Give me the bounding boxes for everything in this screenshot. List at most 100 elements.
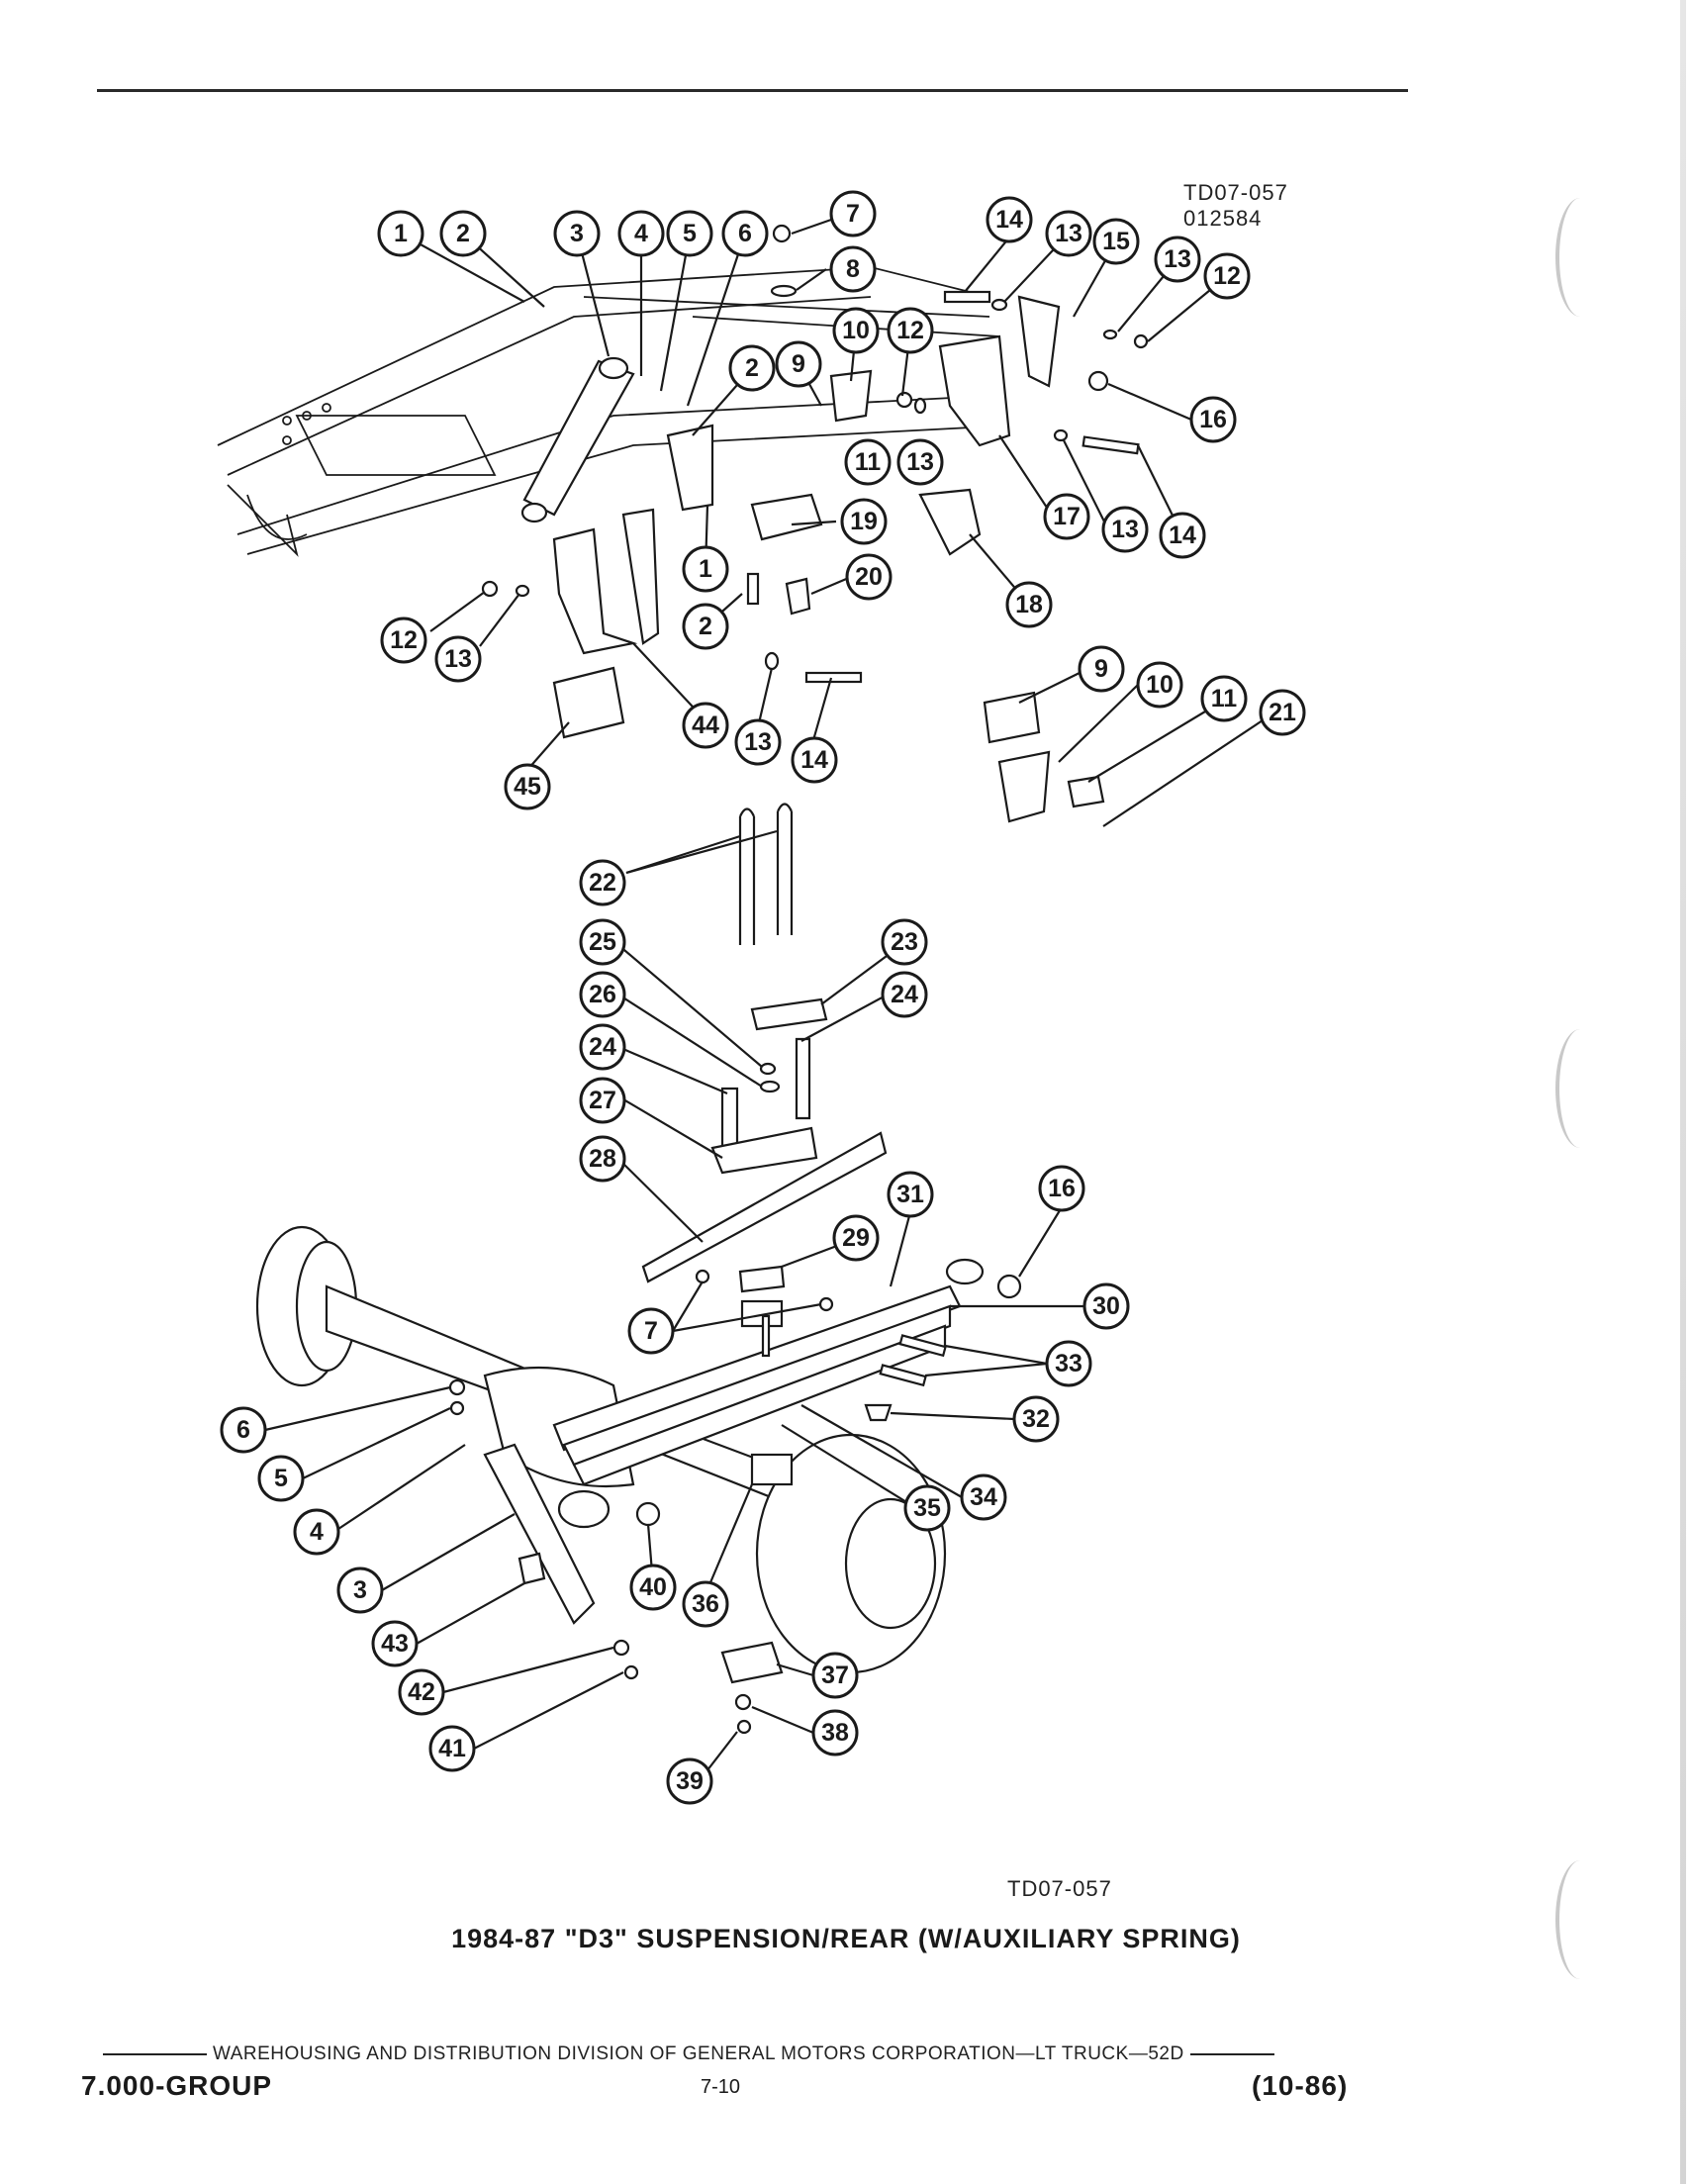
- callout-label: 29: [842, 1224, 870, 1252]
- callout-25: 25: [579, 918, 626, 966]
- callout-label: 22: [589, 869, 616, 897]
- binder-hole-top: [1555, 198, 1605, 317]
- callout-label: 5: [683, 220, 697, 247]
- callout-37: 37: [811, 1652, 859, 1699]
- callout-11: 11: [1200, 675, 1248, 722]
- callout-5: 5: [257, 1455, 305, 1502]
- callout-label: 13: [1164, 245, 1191, 273]
- callout-label: 17: [1053, 503, 1081, 530]
- callout-label: 28: [589, 1145, 616, 1173]
- callout-18: 18: [1005, 581, 1053, 628]
- callout-13: 13: [1154, 236, 1201, 283]
- callout-16: 16: [1189, 396, 1237, 443]
- callout-27: 27: [579, 1077, 626, 1124]
- callout-label: 43: [381, 1630, 409, 1658]
- callout-2: 2: [682, 603, 729, 650]
- diagram-code-line2: 012584: [1183, 206, 1263, 231]
- callout-label: 12: [896, 317, 924, 344]
- callout-44: 44: [682, 702, 729, 749]
- callout-13: 13: [896, 438, 944, 486]
- callout-38: 38: [811, 1709, 859, 1757]
- page-edge: [1680, 0, 1686, 2184]
- callout-33: 33: [1045, 1340, 1092, 1387]
- figure-title: 1984-87 "D3" SUSPENSION/REAR (W/AUXILIAR…: [451, 1924, 1241, 1953]
- callout-1: 1: [377, 210, 424, 257]
- callout-8: 8: [829, 245, 877, 293]
- footer-rule-left: [103, 2052, 207, 2055]
- callout-30: 30: [1082, 1282, 1130, 1330]
- binder-hole-middle: [1555, 1029, 1605, 1148]
- callout-label: 1: [394, 220, 408, 247]
- callout-label: 34: [970, 1483, 997, 1511]
- callout-label: 14: [800, 746, 828, 774]
- footer-rule-right: [1189, 2052, 1274, 2055]
- callout-label: 2: [456, 220, 470, 247]
- callout-32: 32: [1012, 1395, 1060, 1443]
- callout-label: 3: [353, 1576, 367, 1604]
- callout-label: 38: [821, 1719, 849, 1747]
- callout-16: 16: [1038, 1165, 1085, 1212]
- callout-label: 23: [891, 928, 918, 956]
- callout-45: 45: [504, 763, 551, 810]
- callout-10: 10: [832, 307, 880, 354]
- shock-absorber-upper: [520, 356, 635, 523]
- callout-label: 11: [855, 448, 882, 476]
- callout-label: 7: [846, 200, 860, 228]
- callout-34: 34: [960, 1473, 1007, 1521]
- callout-4: 4: [617, 210, 665, 257]
- callout-40: 40: [629, 1564, 677, 1611]
- callout-14: 14: [791, 736, 838, 784]
- callout-13: 13: [434, 635, 482, 683]
- callout-23: 23: [881, 918, 928, 966]
- callout-13: 13: [1101, 506, 1149, 553]
- footer-distribution-text: WAREHOUSING AND DISTRIBUTION DIVISION OF…: [213, 2043, 1184, 2064]
- callout-label: 1: [699, 555, 712, 583]
- callout-label: 32: [1022, 1405, 1050, 1433]
- small-hardware-upper: [481, 224, 1149, 684]
- callout-label: 10: [842, 317, 870, 344]
- callout-7: 7: [627, 1307, 675, 1355]
- callout-12: 12: [380, 617, 427, 664]
- u-bolts: [738, 803, 794, 945]
- footer-date: (10-86): [1252, 2070, 1349, 2101]
- leader-lines: [264, 218, 1269, 1776]
- callout-label: 39: [676, 1767, 704, 1795]
- callout-31: 31: [887, 1171, 934, 1218]
- callout-3: 3: [553, 210, 601, 257]
- callout-label: 11: [1211, 685, 1238, 712]
- callout-label: 19: [850, 508, 878, 535]
- callout-label: 16: [1199, 406, 1227, 433]
- frame-hangers: [552, 295, 1105, 823]
- callout-17: 17: [1043, 493, 1090, 540]
- callout-label: 14: [995, 206, 1023, 234]
- callout-11: 11: [844, 438, 892, 486]
- callout-label: 33: [1055, 1350, 1082, 1377]
- callout-label: 6: [236, 1416, 250, 1444]
- callout-10: 10: [1136, 661, 1183, 709]
- callout-label: 18: [1015, 591, 1043, 618]
- auxiliary-spring-assembly: [641, 997, 888, 1293]
- header-rule: [97, 89, 1408, 92]
- callout-3: 3: [336, 1567, 384, 1614]
- callout-28: 28: [579, 1135, 626, 1183]
- callout-label: 37: [821, 1662, 849, 1689]
- diagram-code-bottom: TD07-057: [1007, 1876, 1112, 1901]
- callout-7: 7: [829, 190, 877, 237]
- callout-13: 13: [734, 718, 782, 766]
- callout-label: 15: [1102, 228, 1130, 255]
- callout-label: 13: [1111, 516, 1139, 543]
- diagram-code-top: TD07-057 012584: [1183, 180, 1288, 232]
- callout-label: 5: [274, 1465, 288, 1492]
- callout-label: 2: [745, 354, 759, 382]
- callout-label: 31: [896, 1181, 924, 1208]
- callout-label: 21: [1269, 699, 1296, 726]
- footer-page-number: 7-10: [701, 2076, 741, 2098]
- callout-label: 27: [589, 1087, 616, 1114]
- callout-label: 4: [310, 1518, 324, 1546]
- callout-14: 14: [1159, 512, 1206, 559]
- callout-36: 36: [682, 1580, 729, 1628]
- binder-hole-bottom: [1555, 1860, 1605, 1979]
- callout-1: 1: [682, 545, 729, 593]
- footer-group: 7.000-GROUP: [81, 2070, 273, 2101]
